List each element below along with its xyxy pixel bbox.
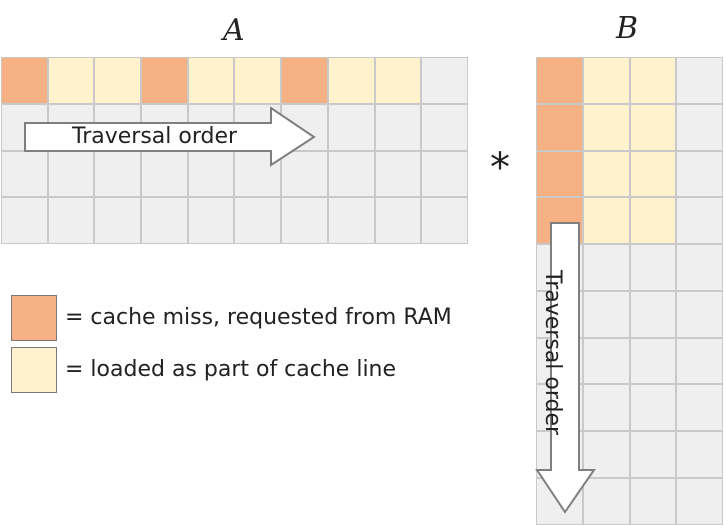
- matrix-b-cell-loaded: [629, 150, 677, 198]
- matrix-b-cell-empty: [676, 197, 723, 244]
- matrix-a-cell-empty: [234, 150, 282, 198]
- matrix-a-cell-empty: [281, 150, 328, 198]
- matrix-b-cell-miss: [536, 103, 583, 151]
- matrix-a-cell-empty: [281, 197, 328, 244]
- matrix-b-cell-loaded: [629, 103, 677, 151]
- matrix-a-cell-empty: [374, 150, 422, 198]
- matrix-b-cell-loaded: [629, 197, 677, 244]
- matrix-a-cell-empty: [187, 150, 235, 198]
- matrix-a-cell-miss: [281, 57, 328, 104]
- matrix-a-cell-empty: [421, 103, 468, 151]
- matrix-a-grid: [1, 57, 468, 244]
- matrix-a-cell-miss: [141, 57, 188, 104]
- matrix-b-cell-empty: [676, 290, 723, 338]
- matrix-a-cell-empty: [374, 103, 422, 151]
- matrix-a-cell-miss: [1, 57, 48, 104]
- matrix-b-cell-empty: [582, 337, 630, 385]
- matrix-a-label: A: [223, 13, 245, 48]
- matrix-a-cell-loaded: [234, 57, 282, 104]
- matrix-b-cell-empty: [629, 290, 677, 338]
- matrix-b-cell-miss: [536, 150, 583, 198]
- matrix-b-cell-empty: [629, 384, 677, 431]
- matrix-a-cell-loaded: [187, 57, 235, 104]
- legend-text-loaded: = loaded as part of cache line: [65, 357, 397, 382]
- matrix-b-label: B: [616, 11, 639, 46]
- matrix-b-cell-empty: [629, 431, 677, 478]
- matrix-a-cell-empty: [94, 197, 142, 244]
- matrix-b-cell-empty: [582, 290, 630, 338]
- matrix-a-cell-empty: [94, 150, 142, 198]
- legend-swatch-loaded: [11, 347, 57, 393]
- matrix-a-cell-empty: [327, 103, 375, 151]
- matrix-a-cell-empty: [187, 197, 235, 244]
- matrix-b-cell-loaded: [582, 197, 630, 244]
- matrix-b-cell-empty: [676, 384, 723, 431]
- legend-swatch-cache-miss: [11, 295, 57, 341]
- matrix-a-cell-empty: [421, 197, 468, 244]
- matrix-a-cell-empty: [141, 197, 188, 244]
- matrix-a-traversal-arrow: [24, 106, 316, 167]
- multiplication-operator: *: [490, 145, 510, 191]
- matrix-a-cell-empty: [47, 150, 95, 198]
- matrix-a-cell-loaded: [94, 57, 142, 104]
- matrix-b-cell-empty: [582, 477, 630, 525]
- matrix-b-cell-empty: [676, 57, 723, 104]
- matrix-b-cell-loaded: [629, 57, 677, 104]
- matrix-b-cell-loaded: [582, 103, 630, 151]
- matrix-a-cell-loaded: [374, 57, 422, 104]
- matrix-a-cell-empty: [234, 197, 282, 244]
- matrix-a-cell-empty: [421, 150, 468, 198]
- matrix-b-cell-empty: [676, 103, 723, 151]
- matrix-a-cell-empty: [47, 197, 95, 244]
- matrix-a-traversal-label: Traversal order: [72, 124, 238, 149]
- matrix-b-cell-miss: [536, 57, 583, 104]
- matrix-b-cell-empty: [676, 337, 723, 385]
- matrix-b-cell-empty: [676, 244, 723, 291]
- matrix-b-cell-loaded: [582, 150, 630, 198]
- matrix-b-cell-empty: [629, 337, 677, 385]
- matrix-b-traversal-arrow: [535, 222, 596, 514]
- matrix-a-cell-empty: [1, 197, 48, 244]
- legend-text-cache-miss: = cache miss, requested from RAM: [65, 305, 452, 330]
- matrix-b-cell-empty: [676, 431, 723, 478]
- matrix-b-cell-empty: [582, 384, 630, 431]
- matrix-a-cell-empty: [327, 150, 375, 198]
- matrix-b-cell-empty: [676, 477, 723, 525]
- matrix-a-cell-empty: [327, 197, 375, 244]
- matrix-b-cell-empty: [629, 477, 677, 525]
- matrix-b-cell-empty: [676, 150, 723, 198]
- matrix-b-traversal-label: Traversal order: [540, 270, 565, 436]
- matrix-a-cell-loaded: [47, 57, 95, 104]
- matrix-b-cell-empty: [629, 244, 677, 291]
- matrix-a-cell-empty: [374, 197, 422, 244]
- matrix-a-cell-loaded: [327, 57, 375, 104]
- matrix-a-cell-empty: [421, 57, 468, 104]
- matrix-b-cell-empty: [582, 244, 630, 291]
- matrix-b-cell-loaded: [582, 57, 630, 104]
